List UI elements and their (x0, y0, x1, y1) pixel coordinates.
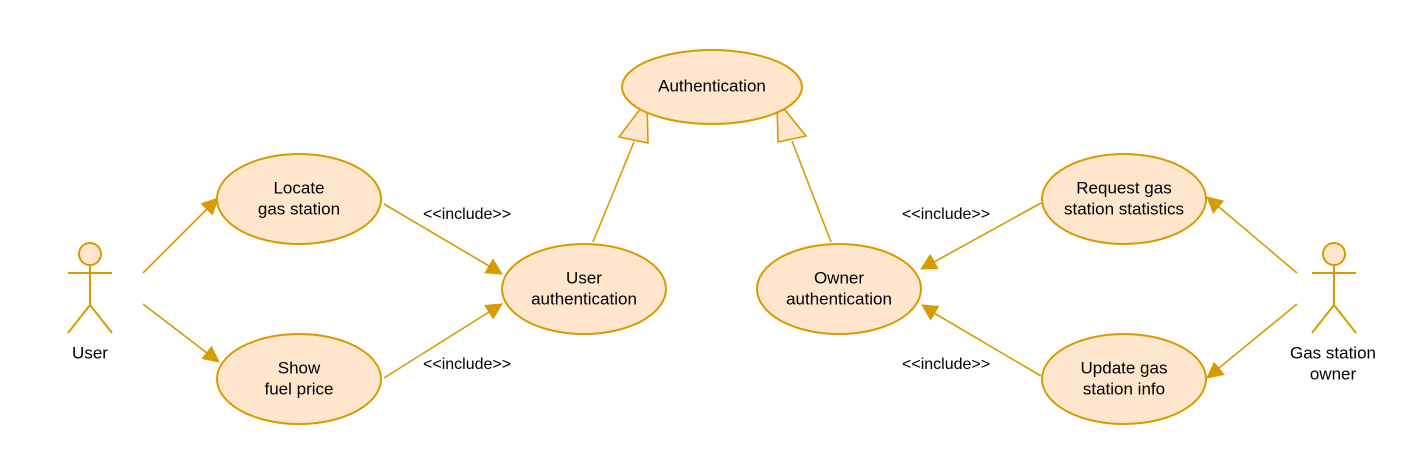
edge-owner-request (1218, 206, 1298, 274)
use-case-label-line-2: station statistics (1064, 199, 1184, 218)
use-case-request-gas-station-statistics[interactable]: Request gas station statistics (1041, 153, 1207, 245)
include-label-show: <<include>> (423, 356, 511, 373)
use-case-user-authentication[interactable]: User authentication (501, 243, 667, 335)
use-case-ellipse[interactable] (756, 243, 922, 335)
use-case-label-line-2: fuel price (265, 379, 334, 398)
edge-user-auth-generalization (592, 141, 635, 243)
use-case-ellipse[interactable] (501, 243, 667, 335)
use-case-label-line-2: authentication (531, 289, 637, 308)
use-case-ellipse[interactable] (216, 153, 382, 245)
edge-owner-auth-generalization (791, 140, 832, 243)
include-label-update: <<include>> (902, 356, 990, 373)
arrowhead (201, 345, 220, 363)
arrowhead (484, 258, 503, 275)
actor-gas-station-owner[interactable]: Gas station owner (1290, 242, 1376, 383)
edge-owner-update (1218, 303, 1298, 369)
edge-request-include (933, 202, 1042, 263)
actor-label-line-2: owner (1310, 364, 1357, 383)
edge-show-include (383, 311, 490, 379)
use-case-label-line-1: Owner (814, 268, 864, 287)
use-case-ellipse[interactable] (1041, 153, 1207, 245)
edge-locate-include (383, 203, 490, 267)
arrowhead (920, 253, 939, 270)
use-case-owner-authentication[interactable]: Owner authentication (756, 243, 922, 335)
include-labels: <<include>> <<include>> <<include>> <<in… (423, 206, 990, 373)
use-case-label-line-1: Locate (273, 178, 324, 197)
arrowhead (921, 304, 940, 321)
edge-user-locate (142, 208, 208, 274)
stick-figure-icon (1311, 242, 1357, 334)
generalization-arrowhead (776, 97, 808, 143)
use-case-label-line-1: Show (278, 358, 321, 377)
edge-user-show (142, 303, 208, 354)
use-case-label-line-1: Request gas (1076, 178, 1171, 197)
actor-user[interactable]: User (67, 242, 113, 362)
use-case-ellipse[interactable] (1041, 333, 1207, 425)
use-case-label-line-2: authentication (786, 289, 892, 308)
include-label-locate: <<include>> (423, 206, 511, 223)
arrowhead (1206, 196, 1225, 214)
actor-label-line-1: Gas station (1290, 343, 1376, 362)
arrowhead (484, 303, 503, 320)
use-case-locate-gas-station[interactable]: Locate gas station (216, 153, 382, 245)
use-case-label-line-2: station info (1083, 379, 1165, 398)
arrowhead (200, 197, 219, 216)
include-label-request: <<include>> (902, 206, 990, 223)
use-case-label: Authentication (658, 76, 766, 95)
use-case-label-line-1: Update gas (1081, 358, 1168, 377)
use-case-ellipse[interactable] (621, 49, 803, 125)
use-case-label-line-2: gas station (258, 199, 340, 218)
use-case-label-line-1: User (566, 268, 602, 287)
arrowhead (1206, 361, 1225, 379)
use-case-show-fuel-price[interactable]: Show fuel price (216, 333, 382, 425)
edge-update-include (933, 312, 1042, 377)
use-case-authentication[interactable]: Authentication (621, 49, 803, 125)
use-case-ellipse[interactable] (216, 333, 382, 425)
stick-figure-icon (67, 242, 113, 334)
use-case-update-gas-station-info[interactable]: Update gas station info (1041, 333, 1207, 425)
actor-label: User (72, 343, 108, 362)
